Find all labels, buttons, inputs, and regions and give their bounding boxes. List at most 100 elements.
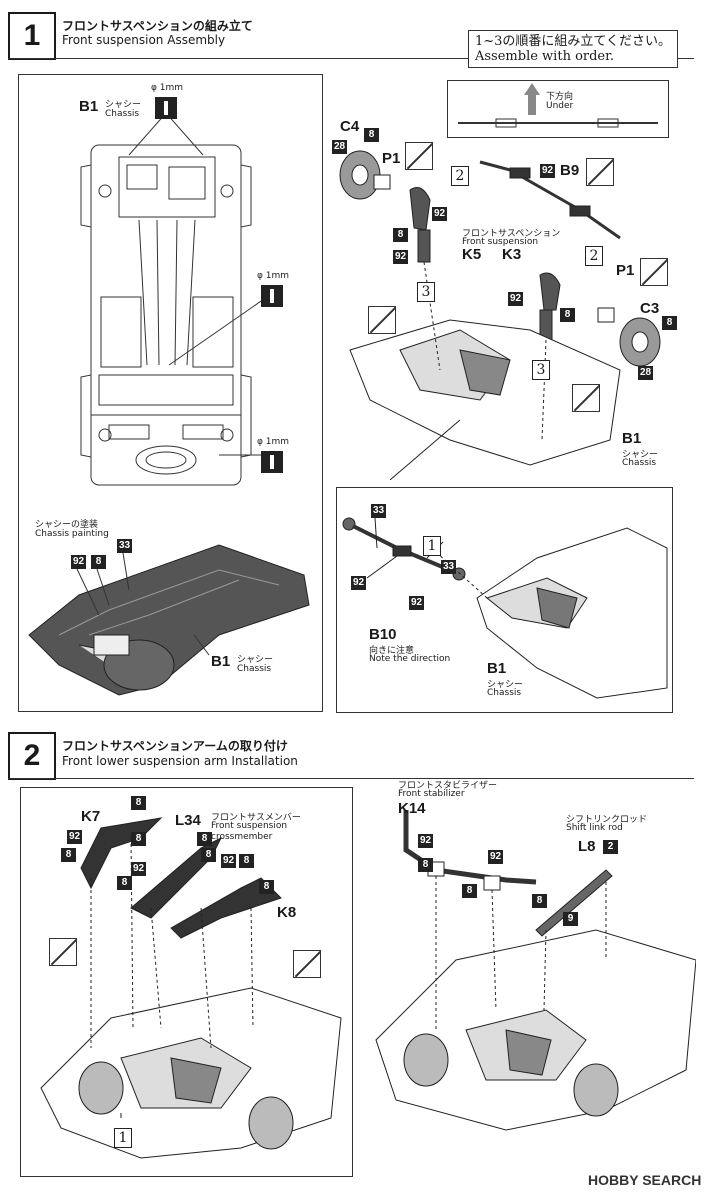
- paint-code: 92: [432, 207, 447, 221]
- crossmember-jp: フロントサスメンバー: [211, 813, 301, 823]
- paint-code: 92: [409, 596, 424, 610]
- header-rule: [8, 778, 694, 779]
- sequence-3-marker: 3: [532, 360, 550, 380]
- part-l34-label: L34: [175, 812, 201, 829]
- paint-code: 92: [131, 862, 146, 876]
- paint-code: 92: [393, 250, 408, 264]
- paint-code: 8: [131, 796, 146, 810]
- paint-code: 8: [117, 876, 132, 890]
- front-suspension-en: Front suspension: [462, 237, 539, 247]
- paint-code: 28: [638, 366, 653, 380]
- stabilizer-b10-view: [342, 517, 668, 699]
- b1-chassis-bottom-label: B1: [211, 653, 231, 670]
- part-p1-right-label: P1: [616, 262, 635, 279]
- header-rule: [8, 58, 694, 59]
- paint-code: 92: [488, 850, 503, 864]
- paint-code: 33: [371, 504, 386, 518]
- paint-code: 8: [131, 832, 146, 846]
- paint-code: 8: [197, 832, 212, 846]
- order-note-en: Assemble with order.: [475, 49, 615, 64]
- part-k8-label: K8: [277, 904, 297, 921]
- part-k3-label: K3: [502, 246, 522, 263]
- sequence-1-marker: 1: [114, 1128, 132, 1148]
- chassis-painting-view: [28, 544, 310, 696]
- b10-direction-en: Note the direction: [369, 654, 451, 664]
- paint-code: 8: [560, 308, 575, 322]
- front-suspension-exploded-view: [339, 150, 661, 480]
- paint-code: 92: [508, 292, 523, 306]
- under-direction-panel: 下方向 Under: [447, 80, 669, 138]
- step-1-number: 1: [8, 12, 56, 60]
- paint-code: 8: [532, 894, 547, 908]
- paint-code: 8: [91, 555, 106, 569]
- part-k7-label: K7: [81, 808, 101, 825]
- step-1-title-en: Front suspension Assembly: [62, 33, 226, 47]
- no-glue-icon: [640, 258, 668, 286]
- b1-chassis-label: B1: [79, 98, 99, 115]
- paint-code: 8: [462, 884, 477, 898]
- paint-code: 92: [221, 854, 236, 868]
- step-1-title-jp: フロントサスペンションの組み立て: [62, 19, 253, 33]
- step-1-sub-panel: 33 92 33 92 1 B10 向きに注意 Note the directi…: [336, 487, 673, 713]
- paint-code: 33: [441, 560, 456, 574]
- b1-sub-jp: シャシー: [487, 680, 524, 690]
- part-k5-label: K5: [462, 246, 482, 263]
- step-2-number: 2: [8, 732, 56, 780]
- paint-code: 8: [662, 316, 677, 330]
- part-k14-label: K14: [398, 800, 426, 817]
- b1-sub-en: Chassis: [487, 688, 522, 698]
- stabilizer-jp: フロントスタビライザー: [398, 781, 498, 791]
- part-b1-right-label: B1: [622, 430, 642, 447]
- no-glue-icon: [293, 950, 321, 978]
- b1-chassis-bottom-en: Chassis: [237, 664, 272, 674]
- chassis-top-view: [80, 112, 268, 486]
- drill-hole-icon: [155, 97, 177, 119]
- drill-label-3: φ 1mm: [257, 437, 290, 447]
- paint-code: 92: [540, 164, 555, 178]
- stabilizer-shift-rod-view: [375, 810, 696, 1131]
- step-2-title-jp: フロントサスペンションアームの取り付け: [62, 739, 288, 753]
- part-p1-left-label: P1: [382, 150, 401, 167]
- no-glue-icon: [49, 938, 77, 966]
- shift-rod-jp: シフトリンクロッド: [566, 815, 648, 825]
- drill-hole-icon: [261, 285, 283, 307]
- paint-code: 8: [364, 128, 379, 142]
- no-glue-icon: [572, 384, 600, 412]
- paint-code: 8: [239, 854, 254, 868]
- paint-code: 9: [563, 912, 578, 926]
- sequence-1-marker: 1: [423, 536, 441, 556]
- b1-chassis-en: Chassis: [105, 109, 140, 119]
- part-c3-label: C3: [640, 300, 660, 317]
- crossmember-en-1: Front suspension: [211, 821, 288, 831]
- order-note-jp: 1~3の順番に組み立てください。: [475, 34, 672, 49]
- part-l8-label: L8: [578, 838, 596, 855]
- under-jp: 下方向: [546, 92, 574, 102]
- b1-right-jp: シャシー: [622, 450, 659, 460]
- drill-label-2: φ 1mm: [257, 271, 290, 281]
- step-1-left-panel: B1 シャシー Chassis φ 1mm φ 1mm φ 1mm シャシーの塗…: [18, 74, 323, 712]
- step-2-title-en: Front lower suspension arm Installation: [62, 754, 298, 768]
- paint-code: 8: [201, 848, 216, 862]
- stabilizer-en: Front stabilizer: [398, 789, 465, 799]
- part-b9-label: B9: [560, 162, 580, 179]
- b1-right-en: Chassis: [622, 458, 657, 468]
- part-c4-label: C4: [340, 118, 360, 135]
- footer-logo: HOBBY SEARCH: [588, 1172, 702, 1188]
- b1-chassis-bottom-jp: シャシー: [237, 655, 274, 665]
- chassis-painting-jp: シャシーの塗装: [35, 520, 99, 530]
- paint-code: 8: [393, 228, 408, 242]
- stabilizer-under-view: [458, 83, 658, 128]
- sequence-2-marker: 2: [451, 166, 469, 186]
- b10-direction-jp: 向きに注意: [369, 646, 415, 656]
- no-glue-icon: [368, 306, 396, 334]
- paint-code: 8: [418, 858, 433, 872]
- drill-hole-icon: [261, 451, 283, 473]
- paint-code: 92: [418, 834, 433, 848]
- paint-code: 92: [67, 830, 82, 844]
- paint-code: 8: [61, 848, 76, 862]
- part-b10-label: B10: [369, 626, 397, 643]
- crossmember-en-2: crossmember: [211, 832, 273, 842]
- lower-arm-exploded-view: [40, 817, 342, 1159]
- paint-code: 92: [351, 576, 366, 590]
- step-2-left-panel: K7 L34 K8 フロントサスメンバー Front suspension cr…: [20, 787, 353, 1177]
